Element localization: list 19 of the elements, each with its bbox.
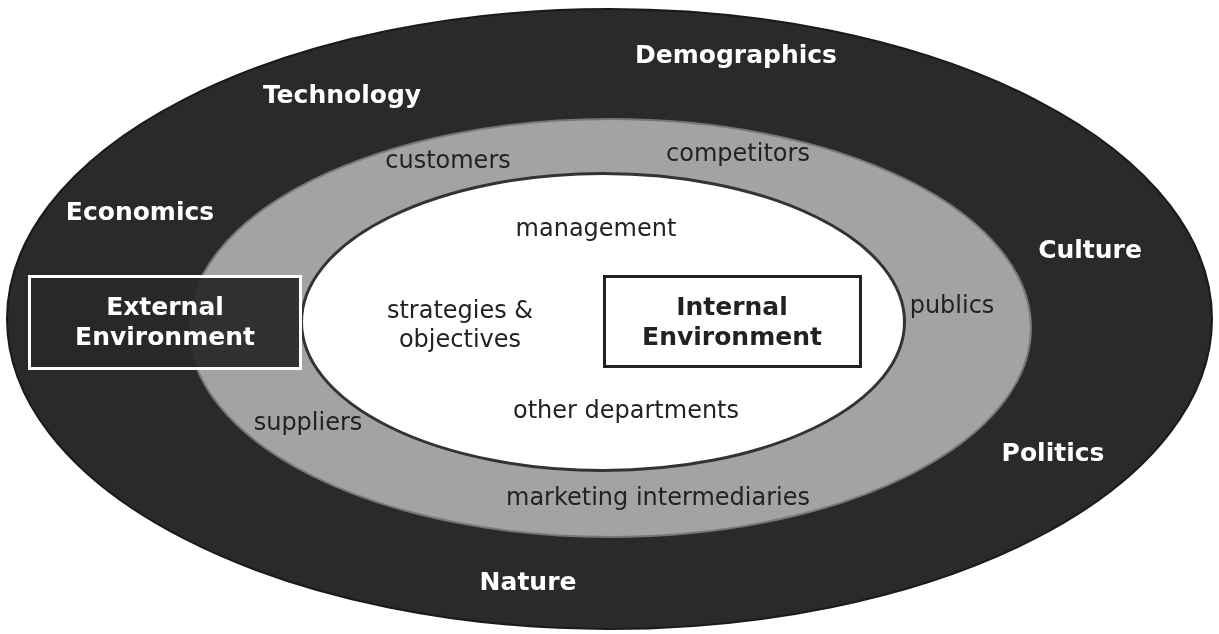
stakeholder-label: suppliers [253,407,363,437]
stakeholder-label: marketing intermediaries [506,482,810,512]
outer-ellipse [6,8,1213,630]
internal-factor-label: other departments [512,395,740,425]
external-environment-box [28,275,302,370]
internal-factor-label: management [515,213,677,243]
environment-factor-label: Economics [65,197,215,227]
environment-factor-label: Politics [1001,438,1105,468]
environment-factor-label: Technology [262,80,422,110]
stakeholder-label: competitors [666,138,810,168]
stakeholder-label: publics [909,290,995,320]
box-title: External Environment [74,292,256,352]
box-title: Internal Environment [641,292,823,352]
environment-factor-label: Nature [479,567,577,597]
environment-factor-label: Demographics [635,40,837,70]
internal-environment-box [603,275,862,368]
stakeholder-label: customers [385,145,511,175]
internal-factor-label: strategies & objectives [385,296,535,354]
environment-factor-label: Culture [1038,235,1142,265]
